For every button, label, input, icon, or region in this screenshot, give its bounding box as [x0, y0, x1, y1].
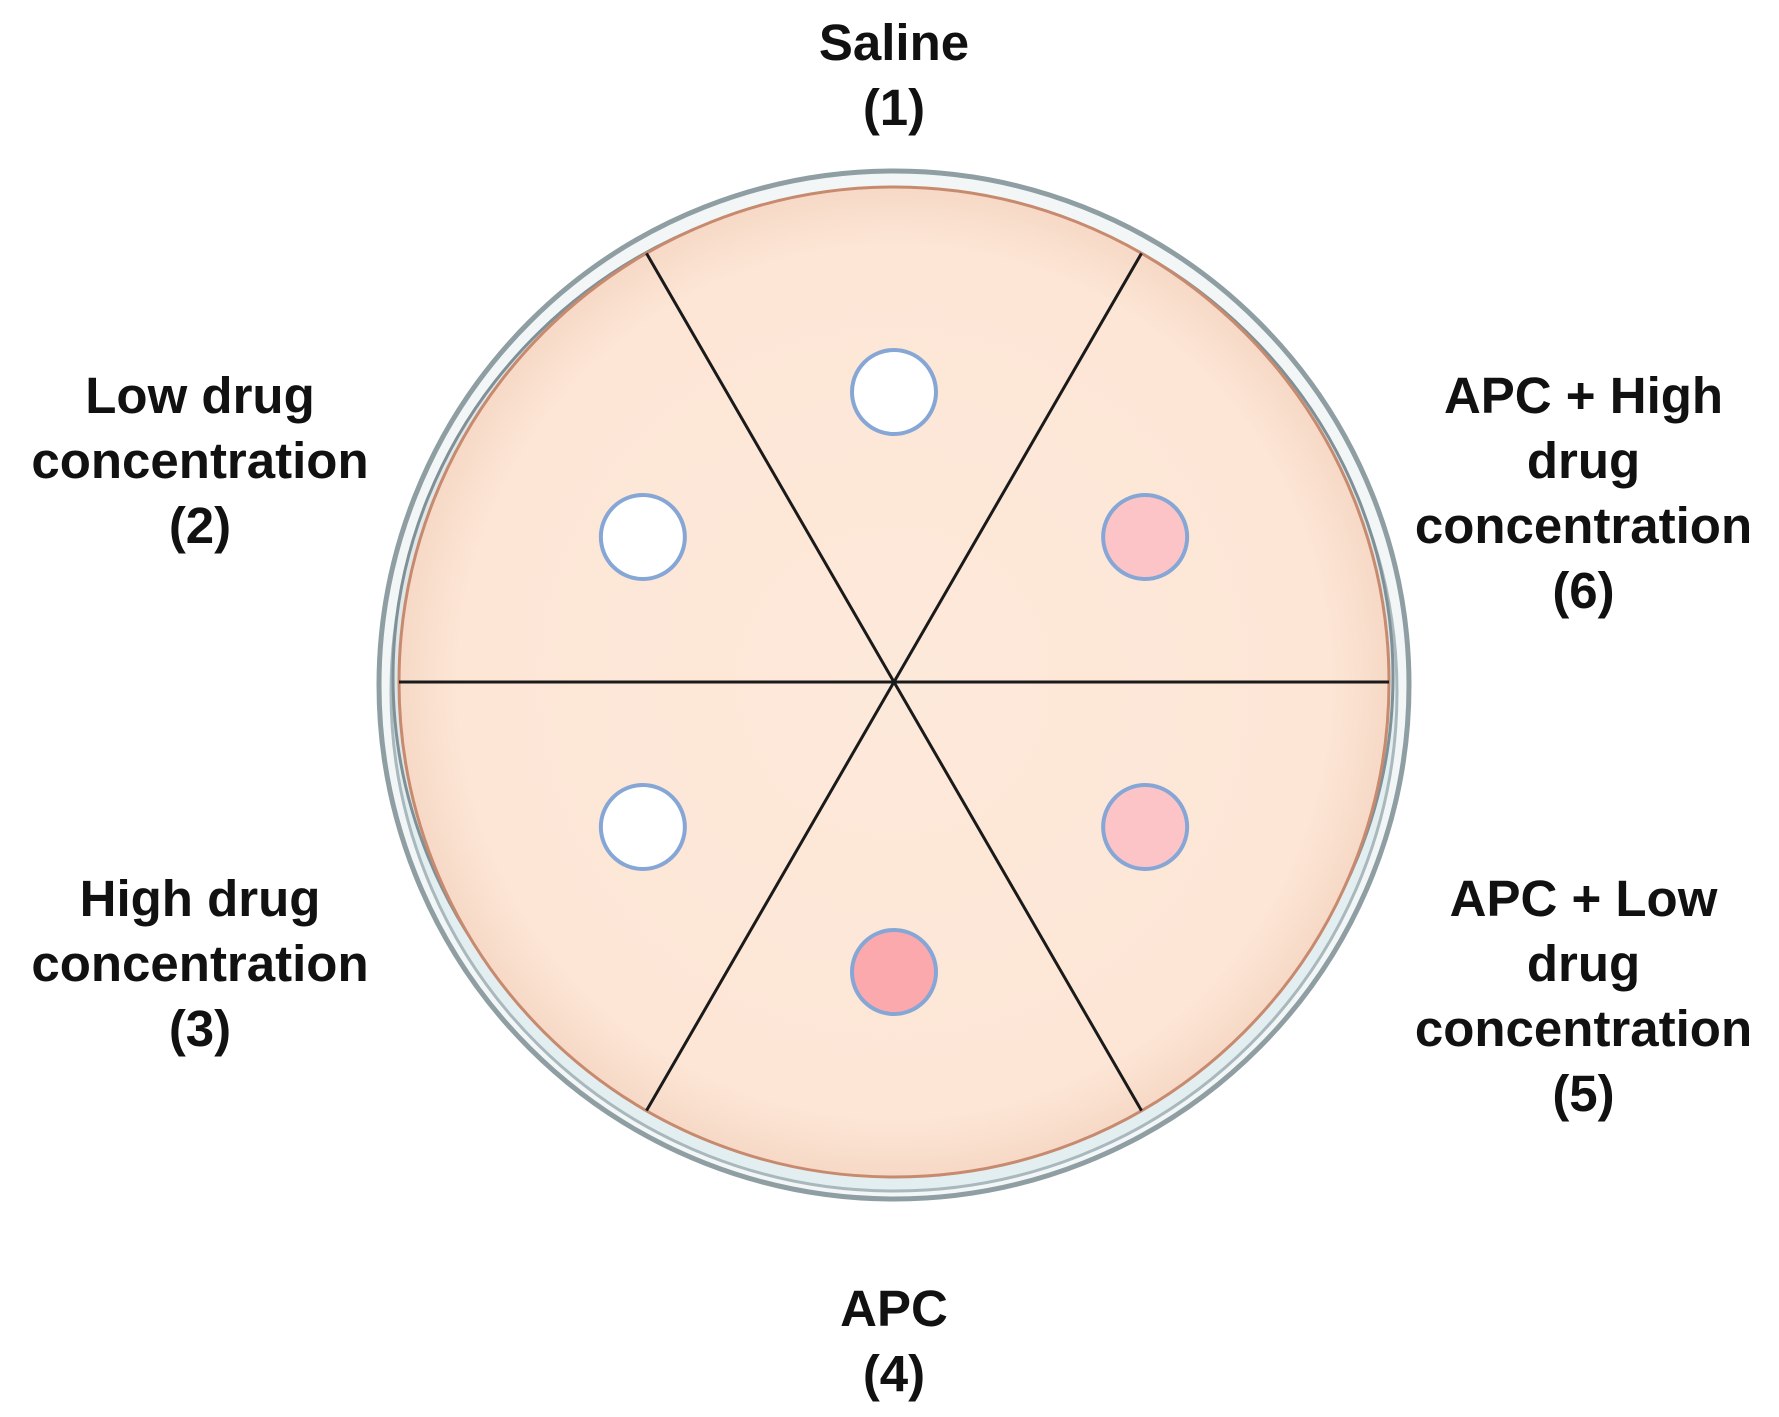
label-section-1-line-1: Saline [818, 14, 970, 71]
label-section-3-line-3: (3) [168, 1000, 232, 1057]
label-section-4-line-1: APC [840, 1280, 948, 1337]
label-section-6-line-1: APC + High [1443, 367, 1724, 424]
label-section-3-line-1: High drug [79, 870, 321, 927]
label-section-6-line-3: concentration [1414, 497, 1753, 554]
label-section-6-line-2: drug [1526, 432, 1641, 489]
wells [598, 348, 1190, 1016]
label-section-2-line-3: (2) [168, 497, 232, 554]
label-section-2-line-2: concentration [31, 432, 369, 489]
label-section-5-line-2: drug [1526, 935, 1641, 992]
label-section-6-line-4: (6) [1552, 562, 1615, 619]
label-section-3-line-2: concentration [31, 935, 369, 992]
well-section-4 [850, 928, 938, 1016]
label-section-5: APC + Low drug concentration (5) [1388, 866, 1779, 1126]
label-section-1: Saline (1) [734, 10, 1054, 140]
well-section-6 [1101, 493, 1190, 581]
well-section-3 [598, 783, 687, 871]
label-section-2: Low drug concentration (2) [0, 363, 400, 558]
label-section-4: APC (4) [734, 1276, 1054, 1406]
divider-line-3 [645, 252, 1143, 1112]
sector-dividers [399, 252, 1389, 1112]
label-section-1-line-2: (1) [862, 79, 926, 136]
label-section-5-line-3: concentration [1414, 1000, 1753, 1057]
label-section-4-line-2: (4) [862, 1345, 926, 1402]
well-section-5 [1101, 783, 1190, 871]
well-section-2 [598, 493, 687, 581]
well-section-1 [850, 348, 938, 436]
label-section-5-line-1: APC + Low [1449, 870, 1718, 927]
label-section-3: High drug concentration (3) [0, 866, 400, 1061]
label-section-6: APC + High drug concentration (6) [1388, 363, 1779, 623]
label-section-2-line-1: Low drug [85, 367, 315, 424]
label-section-5-line-4: (5) [1552, 1065, 1615, 1122]
